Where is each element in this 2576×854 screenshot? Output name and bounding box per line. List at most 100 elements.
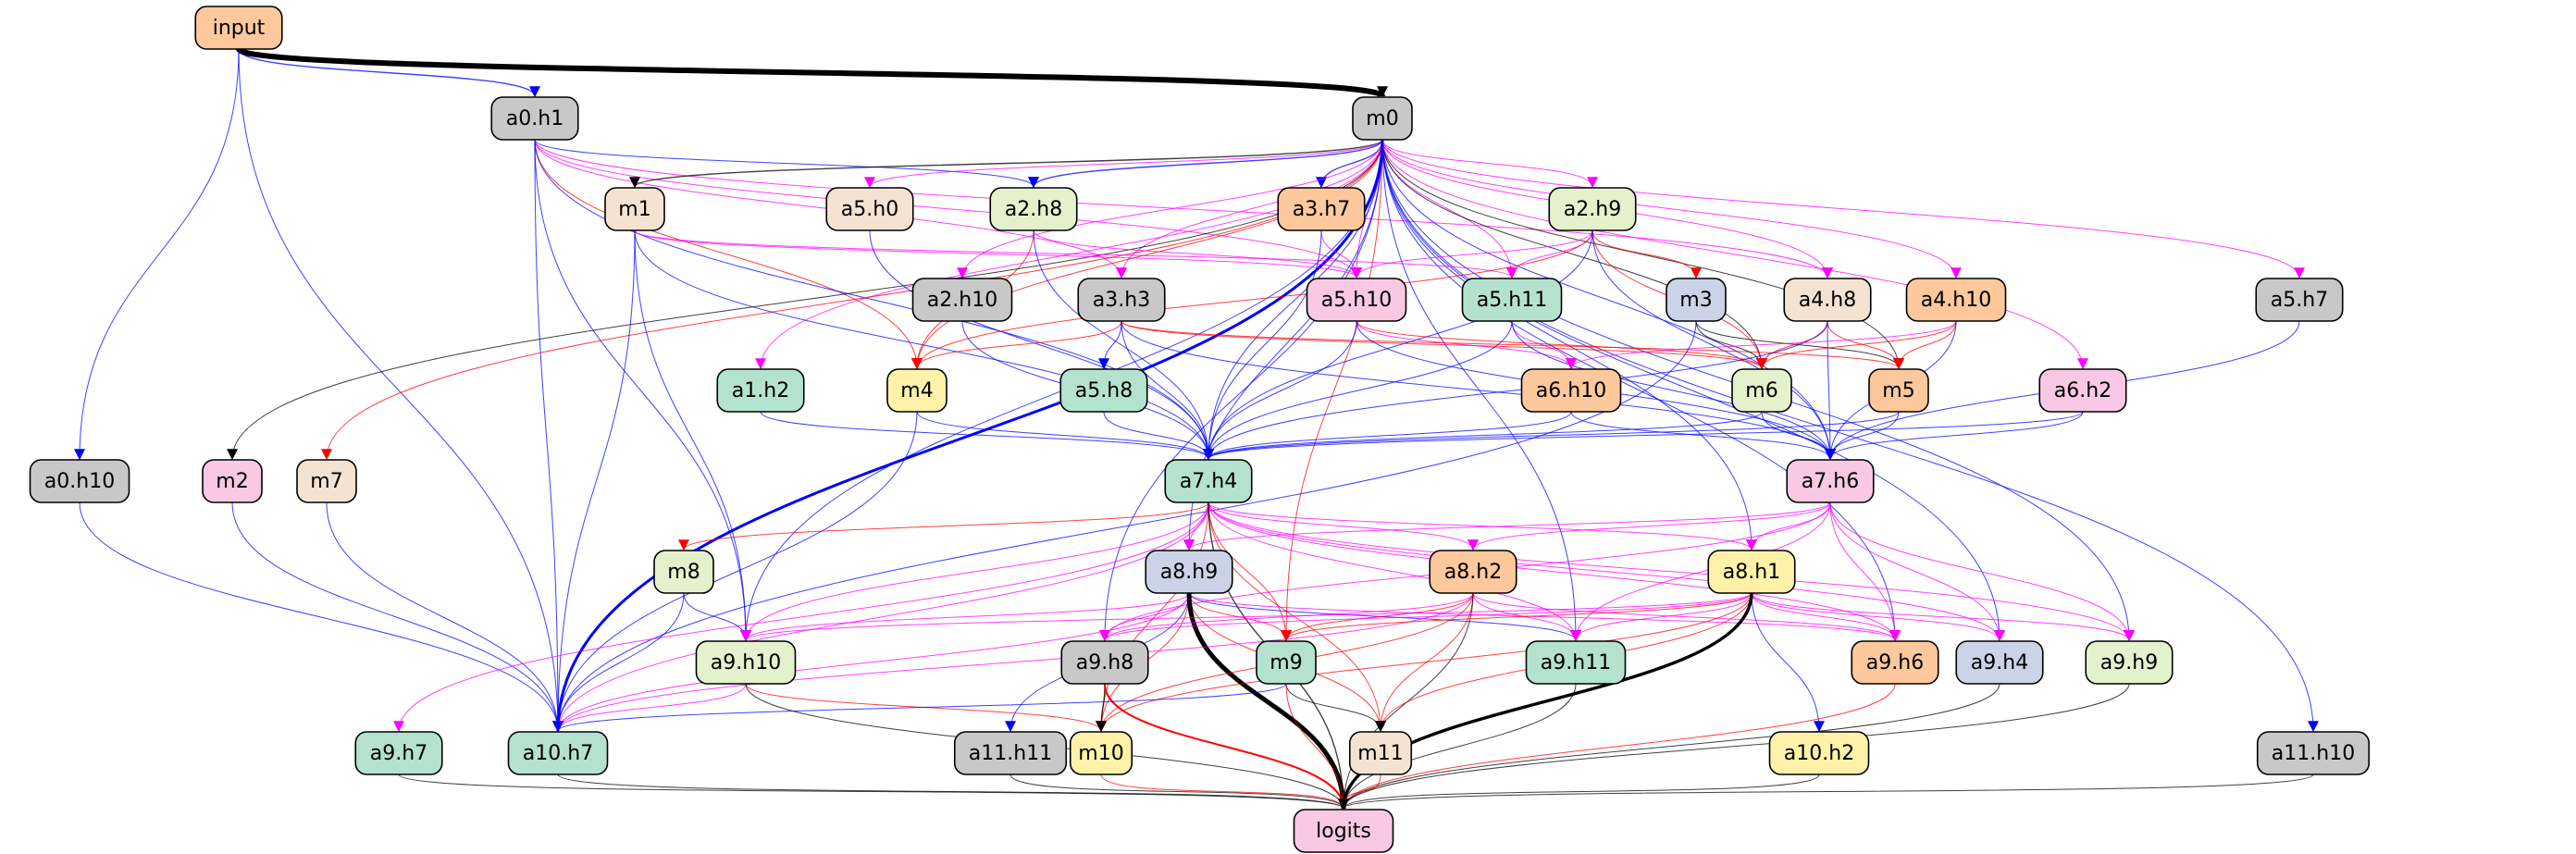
node-logits-label: logits — [1316, 820, 1371, 843]
edge-a7-h4-to-a10-h7 — [552, 501, 1209, 733]
node-a7-h6: a7.h6 — [1786, 459, 1875, 503]
edge-m1-to-a7-h4 — [634, 229, 1214, 461]
node-logits-box — [1293, 809, 1394, 853]
edge-a3-h3-to-m6 — [1121, 320, 1767, 370]
edge-m0-to-a4-h10 — [1381, 139, 1962, 279]
edge-a3-h3-to-a7-h4 — [1121, 320, 1214, 461]
node-a1-h2-box — [716, 368, 805, 413]
edge-m4-to-a10-h7 — [552, 411, 918, 733]
node-a9-h7-label: a9.h7 — [370, 742, 427, 765]
edge-m9-to-m11 — [1285, 683, 1386, 733]
node-m3: m3 — [1666, 278, 1727, 322]
node-a5-h7-box — [2255, 278, 2344, 322]
node-a2-h8-box — [989, 187, 1078, 231]
node-a3-h7-label: a3.h7 — [1293, 198, 1350, 221]
node-a6-h10-label: a6.h10 — [1536, 379, 1606, 402]
edge-m0-to-m6 — [1381, 139, 1767, 370]
edge-a8-h2-to-logits — [1338, 592, 1474, 811]
edge-m0-to-a2-h8 — [1028, 139, 1383, 189]
edge-a9-h11-to-logits — [1338, 683, 1577, 811]
edge-a9-h6-to-logits — [1338, 683, 1896, 811]
edge-a3-h3-to-m4 — [911, 320, 1122, 370]
node-m3-label: m3 — [1679, 289, 1712, 312]
edge-a7-h4-to-a9-h10 — [740, 501, 1209, 642]
node-a5-h10: a5.h10 — [1306, 278, 1407, 322]
node-m7: m7 — [296, 459, 357, 503]
node-a5-h8-box — [1059, 368, 1148, 413]
edge-a0-h10-to-a10-h7 — [79, 501, 564, 733]
node-a8-h2-box — [1429, 550, 1517, 594]
edge-a0-h1-to-a9-h10 — [534, 139, 751, 642]
edge-a8-h1-to-a9-h8 — [1099, 592, 1752, 642]
edge-m0-to-a9-h6 — [1381, 139, 1901, 642]
node-a2-h8-label: a2.h8 — [1005, 198, 1062, 221]
edge-a6-h10-to-a7-h4 — [1203, 411, 1572, 461]
node-a7-h6-box — [1786, 459, 1875, 503]
node-a0-h10-label: a0.h10 — [44, 470, 115, 493]
edge-a3-h7-to-a7-h4 — [1203, 229, 1322, 461]
edge-input-to-a0-h10 — [74, 48, 240, 461]
edge-m1-to-a9-h10 — [634, 229, 751, 642]
edge-m0-to-m2 — [227, 139, 1383, 461]
edge-a0-h1-to-m4 — [534, 139, 923, 370]
edge-a4-h8-to-a7-h4 — [1203, 320, 1828, 461]
node-a10-h7-label: a10.h7 — [523, 742, 593, 765]
edge-m3-to-m5 — [1695, 320, 1904, 370]
node-a9-h4-box — [1955, 640, 2044, 685]
edge-m0-to-a5-h0 — [864, 139, 1383, 189]
node-m10: m10 — [1069, 731, 1133, 775]
node-a10-h2-label: a10.h2 — [1784, 742, 1854, 765]
edge-a5-h10-to-m6 — [1356, 320, 1767, 370]
edge-a6-h2-to-a7-h4 — [1203, 411, 2084, 461]
edge-m1-to-a5-h11 — [634, 229, 1517, 279]
node-m8-label: m8 — [667, 561, 700, 584]
node-input: input — [194, 6, 283, 50]
node-m7-label: m7 — [310, 470, 342, 493]
node-a4-h10-label: a4.h10 — [1921, 289, 1991, 312]
node-a9-h4: a9.h4 — [1955, 640, 2044, 685]
edge-a7-h6-to-a9-h9 — [1829, 501, 2135, 642]
node-a9-h9-label: a9.h9 — [2100, 651, 2158, 675]
edge-m8-to-a9-h10 — [683, 592, 751, 642]
node-m2-label: m2 — [216, 470, 248, 493]
node-a5-h0-label: a5.h0 — [841, 198, 898, 221]
node-a8-h1: a8.h1 — [1707, 550, 1796, 594]
node-a11-h10-label: a11.h10 — [2272, 742, 2355, 765]
node-a7-h6-label: a7.h6 — [1802, 470, 1859, 493]
node-m5: m5 — [1868, 368, 1929, 413]
node-a11-h11: a11.h11 — [953, 731, 1068, 775]
node-a8-h2-label: a8.h2 — [1444, 561, 1502, 584]
node-a2-h9: a2.h9 — [1548, 187, 1637, 231]
node-m4: m4 — [886, 368, 947, 413]
node-m3-box — [1666, 278, 1727, 322]
node-a7-h4: a7.h4 — [1164, 459, 1253, 503]
node-a9-h10-box — [695, 640, 797, 685]
edge-a8-h2-to-m9 — [1281, 592, 1474, 642]
node-a0-h1-label: a0.h1 — [506, 107, 564, 130]
edge-a8-h1-to-m10 — [1096, 592, 1752, 733]
node-a9-h11-box — [1525, 640, 1627, 685]
edge-m1-to-a10-h7 — [552, 229, 636, 733]
edge-a8-h1-to-a9-h6 — [1751, 592, 1901, 642]
node-m5-label: m5 — [1882, 379, 1914, 402]
node-a9-h6: a9.h6 — [1851, 640, 1939, 685]
node-a9-h10-label: a9.h10 — [711, 651, 781, 675]
edge-a7-h6-to-a9-h4 — [1829, 501, 2005, 642]
edge-m0-to-m5 — [1381, 139, 1904, 370]
node-logits: logits — [1293, 809, 1394, 853]
edge-m5-to-a7-h4 — [1203, 411, 1900, 461]
edge-a4-h8-to-a7-h6 — [1824, 320, 1836, 461]
edge-a7-h4-to-a9-h7 — [393, 501, 1209, 733]
edge-m0-to-a11-h10 — [1381, 139, 2319, 733]
edge-a9-h4-to-logits — [1338, 683, 2000, 811]
node-m11-label: m11 — [1357, 742, 1403, 765]
node-a9-h8: a9.h8 — [1060, 640, 1149, 685]
node-a3-h7: a3.h7 — [1277, 187, 1366, 231]
node-m7-box — [296, 459, 357, 503]
node-a11-h11-label: a11.h11 — [969, 742, 1052, 765]
node-a2-h8: a2.h8 — [989, 187, 1078, 231]
node-a10-h2-box — [1768, 731, 1870, 775]
node-a6-h2-box — [2038, 368, 2127, 413]
